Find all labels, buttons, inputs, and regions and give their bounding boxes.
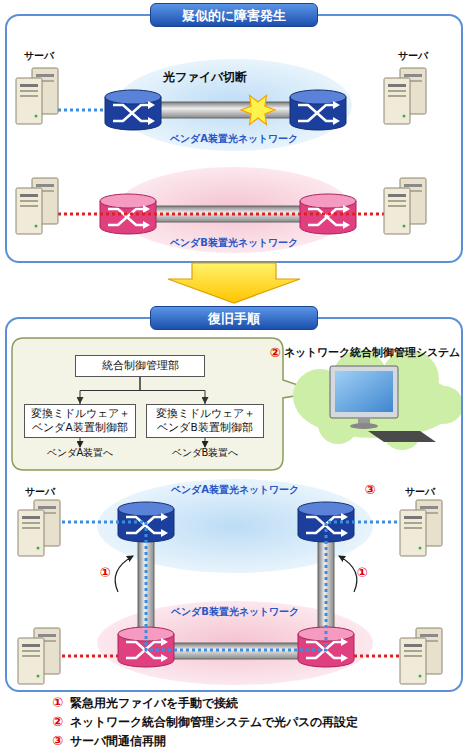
callout-number: ① [52, 695, 70, 711]
cloud-part [382, 410, 422, 450]
panel-heading: 疑似的に障害発生 [150, 3, 318, 27]
callout-number: ② [266, 345, 284, 361]
cloud-part [333, 350, 387, 404]
cloud-part [425, 386, 463, 424]
callout-number: ① [352, 565, 372, 581]
optical-switch [100, 194, 156, 234]
cut-explosion [241, 95, 275, 124]
curved-arrow [339, 556, 357, 592]
network-label: ベンダB装置光ネットワーク [115, 236, 353, 249]
callout-number: ③ [52, 733, 70, 749]
box-text: 統合制御管理部 [100, 359, 181, 373]
step-text: 緊急用光ファイバを手動で接続 [70, 696, 460, 711]
network-label: ベンダA装置光ネットワーク [115, 132, 353, 145]
emergency-fiber [318, 536, 334, 636]
monitor-screen [335, 371, 393, 412]
optical-switch [118, 502, 174, 542]
process-box: 変換ミドルウェア＋ ベンダB装置制御部 [146, 404, 264, 438]
network-ellipse: ベンダB装置光ネットワーク [96, 600, 374, 686]
process-box: 統合制御管理部 [75, 355, 205, 377]
control-arrow [205, 438, 206, 447]
callout-number: ③ [360, 482, 380, 498]
scenario-panel: 疑似的に障害発生ベンダA装置光ネットワークベンダB装置光ネットワーク [5, 14, 463, 263]
recovery-panel: 復旧手順統合制御管理部変換ミドルウェア＋ ベンダA装置制御部変換ミドルウェア＋ … [5, 317, 463, 692]
optical-switch [298, 627, 354, 667]
optical-switch [118, 627, 174, 667]
panel-heading: 復旧手順 [150, 306, 318, 330]
fault-label: 光ファイバ切断 [145, 70, 265, 85]
process-box: 変換ミドルウェア＋ ベンダA装置制御部 [24, 404, 136, 438]
ellipse-shape [97, 601, 373, 685]
red-dotted-link [58, 213, 386, 216]
fiber-tube [170, 643, 302, 659]
network-label: ベンダA装置光ネットワーク [96, 483, 374, 496]
step-text: ネットワーク統合制御管理システムで光パスの再設定 [70, 715, 460, 730]
computer-icon [330, 366, 436, 442]
cloud-part [318, 404, 358, 444]
ellipse-shape [116, 59, 352, 151]
system-label: ネットワーク統合制御管理システム [284, 346, 466, 359]
box-text: 変換ミドルウェア＋ ベンダB装置制御部 [147, 407, 263, 434]
server-icon [18, 500, 60, 556]
ellipse-shape [116, 167, 352, 253]
server-icon [384, 178, 426, 234]
cloud [293, 350, 463, 450]
monitor-bezel [330, 366, 398, 418]
fiber-tube [158, 102, 292, 118]
server-icon [18, 628, 60, 684]
curved-arrow [115, 556, 133, 592]
callout-number: ② [52, 714, 70, 730]
target-label: ベンダA装置へ [38, 447, 122, 460]
keyboard [368, 431, 436, 442]
fiber-tube [154, 206, 302, 222]
down-arrow [168, 263, 300, 303]
network-ellipse: ベンダB装置光ネットワーク [115, 166, 353, 254]
connector [140, 377, 205, 404]
red-dotted-link [354, 655, 400, 658]
server-icon [16, 178, 58, 234]
server-label: サーバ [388, 50, 438, 63]
server-icon [400, 500, 442, 556]
speech-bubble [12, 338, 318, 470]
blue-dotted-link [58, 109, 106, 112]
monitor-stand [358, 418, 370, 425]
connector [80, 377, 140, 404]
ellipse-shape [97, 479, 373, 573]
emergency-fiber [138, 536, 154, 636]
callout-number: ① [95, 565, 115, 581]
blue-dotted-path [62, 522, 400, 650]
optical-switch [300, 194, 356, 234]
server-label: サーバ [15, 486, 65, 499]
network-label: ベンダB装置光ネットワーク [96, 605, 374, 618]
server-label: サーバ [395, 486, 445, 499]
optical-switch [105, 90, 161, 130]
network-ellipse: ベンダA装置光ネットワーク [96, 478, 374, 574]
server-icon [384, 68, 426, 124]
server-icon [16, 68, 58, 124]
optical-switch [290, 90, 346, 130]
control-arrow [80, 438, 81, 447]
box-text: 変換ミドルウェア＋ ベンダA装置制御部 [25, 407, 135, 434]
optical-switch [298, 502, 354, 542]
monitor-base [350, 423, 378, 429]
step-text: サーバ間通信再開 [70, 734, 460, 749]
server-icon [400, 628, 442, 684]
server-label: サーバ [14, 50, 64, 63]
red-dotted-link [62, 655, 118, 658]
target-label: ベンダB装置へ [163, 447, 247, 460]
